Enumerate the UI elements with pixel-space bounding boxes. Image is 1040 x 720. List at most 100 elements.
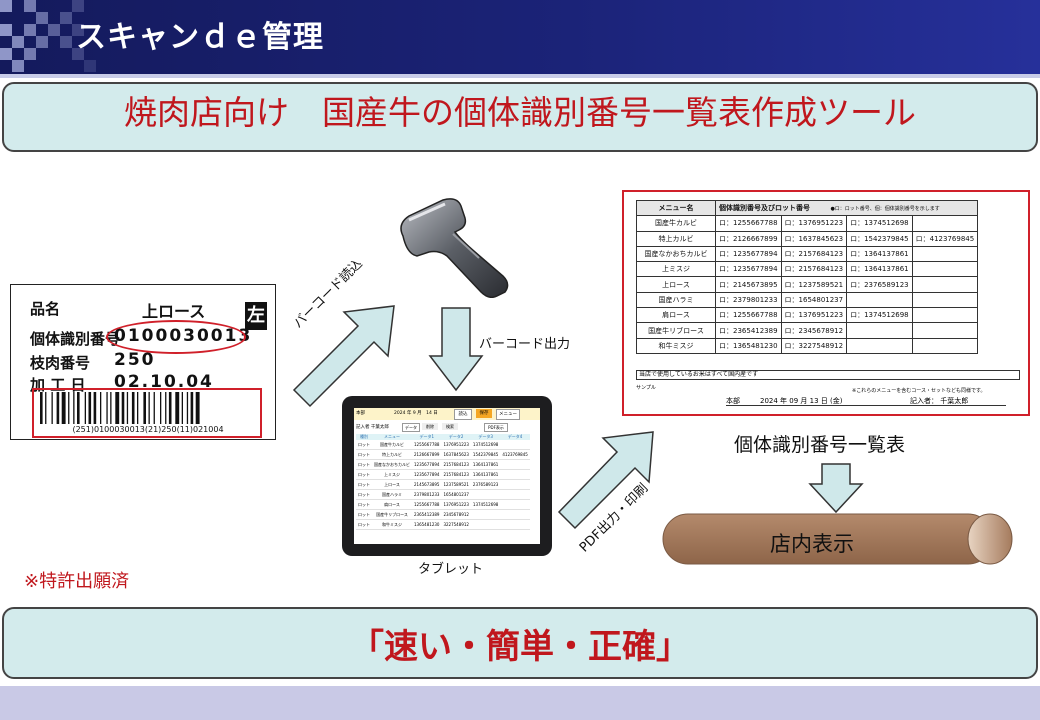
list-id-cell [912,323,978,338]
barcode-bar [137,392,138,424]
list-id-cell [912,292,978,307]
list-row: 上ミスジロ：1235677894ロ：2157684123ロ：1364137861 [637,262,978,277]
tablet-pdf-button[interactable]: PDF表示 [484,423,508,432]
tablet-top-select[interactable]: 本部 [356,410,365,416]
list-menu-cell: 和牛ミスジ [637,338,716,353]
product-name-label: 品名 [30,298,60,319]
tablet-row[interactable]: ロット国産ハラミ23798012331654801237 [356,490,530,500]
list-id-cell [847,292,913,307]
header-divider [0,74,1040,78]
tablet-row[interactable]: ロット国産牛リブロース23654123892345678912 [356,510,530,520]
tablet-cell: 国産なかおちカルビ [372,460,412,470]
checker-square [24,48,36,60]
tablet-row[interactable]: ロット上ミスジ123567789421576841231364137861 [356,470,530,480]
footer-band [0,686,1040,720]
list-menu-cell: 肩ロース [637,308,716,323]
tablet-cell: 1235677894 [412,470,441,480]
tablet-clear-button[interactable]: 削除 [422,423,438,430]
checker-square [72,0,84,12]
tablet-row[interactable]: ロット特上カルビ21266678991637845623154237984541… [356,450,530,460]
tablet-cell [471,510,500,520]
tablet-date[interactable]: 2024 年 9 月 14 日 [394,410,438,416]
checker-square [60,12,72,24]
list-id-cell: ロ：1255667788 [716,308,782,323]
barcode-bar [154,392,155,424]
tablet-cell: ロット [356,480,372,490]
barcode-bar [85,392,86,424]
tablet-cell: ロット [356,500,372,510]
tablet-data-button[interactable]: データ [402,423,420,432]
tablet-cell: 3227548912 [441,520,470,530]
tablet-cell: 国産牛カルビ [372,440,412,450]
barcode-bars [40,392,254,424]
list-id-cell: ロ：2145673895 [716,277,782,292]
tablet-cell: 肩ロース [372,500,412,510]
tablet-screen: 本部 2024 年 9 月 14 日 読込 保存 メニュー 記入者 千葉太郎 デ… [354,408,540,544]
tablet-cell: 1637845623 [441,450,470,460]
checker-square [0,48,12,60]
list-id-cell: ロ：1235677894 [716,262,782,277]
tablet-scan-button[interactable]: 検索 [442,423,458,430]
barcode-bar [110,392,111,424]
list-id-cell: ロ：2157684123 [781,246,847,261]
tablet-row[interactable]: ロット上ロース214567389512375895212376589123 [356,480,530,490]
barcode-bar [122,392,125,424]
tablet-cell [500,510,529,520]
col-id-title: 個体識別番号及びロット番号 [719,204,810,212]
barcode-bar [149,392,150,424]
tablet-cell: 1237589521 [441,480,470,490]
barcode-bar [169,392,172,424]
list-id-cell: ロ：1376951223 [781,308,847,323]
barcode-bar [100,392,101,424]
tablet-cell: 1364137861 [471,470,500,480]
arrow-store-display [808,462,864,514]
list-id-cell: ロ：1364137861 [847,262,913,277]
tablet-cell: 国産牛リブロース [372,510,412,520]
list-id-cell [912,277,978,292]
tablet-person[interactable]: 記入者 千葉太郎 [356,424,389,430]
barcode-number: (251)0100030013(21)250(11)021004 [36,425,260,434]
list-menu-cell: 国産牛カルビ [637,216,716,231]
checker-square [12,36,24,48]
barcode-scanner-icon [395,196,520,298]
list-id-cell: ロ：1374512698 [847,216,913,231]
list-signature-line [726,405,1006,406]
list-note: ●ロ：ロット番号、個：個体識別番号を示します [830,206,939,212]
list-id-cell: ロ：1542379845 [847,231,913,246]
tablet-row[interactable]: ロット国産牛カルビ125566778813769512231374512698 [356,440,530,450]
tablet-cell: 2376589123 [471,480,500,490]
list-id-cell: ロ：1255667788 [716,216,782,231]
list-id-cell: ロ：3227548912 [781,338,847,353]
tablet-cell: 1255667788 [412,500,441,510]
store-display-label: 店内表示 [662,528,962,558]
barcode-bar [175,392,179,424]
checker-square [0,24,12,36]
barcode-bar [62,392,66,424]
list-row: 上ロースロ：2145673895ロ：1237589521ロ：2376589123 [637,277,978,292]
tablet-read-button[interactable]: 読込 [454,409,472,420]
tablet-cell: 1374512698 [471,500,500,510]
list-menu-cell: 特上カルビ [637,231,716,246]
tablet-cell [471,490,500,500]
list-row: 国産ハラミロ：2379801233ロ：1654801237 [637,292,978,307]
tablet-cell [500,500,529,510]
tablet-menu-button[interactable]: メニュー [496,409,520,420]
tablet-cell: 特上カルビ [372,450,412,460]
tablet-row[interactable]: ロット国産なかおちカルビ1235677894215768412313641378… [356,460,530,470]
barcode-bar [52,392,53,424]
tablet-cell [500,440,529,450]
list-id-cell [912,216,978,231]
tablet-caption: タブレット [418,558,483,577]
list-id-cell: ロ：1376951223 [781,216,847,231]
list-menu-cell: 上ロース [637,277,716,292]
tablet-row[interactable]: ロット和牛ミスジ13654812303227548912 [356,520,530,530]
tablet-save-button[interactable]: 保存 [476,409,492,418]
col-id-header: 個体識別番号及びロット番号 ●ロ：ロット番号、個：個体識別番号を示します [716,201,978,216]
tablet-row[interactable]: ロット肩ロース125566778813769512231374512698 [356,500,530,510]
list-id-cell [912,262,978,277]
tablet-cell: 1235677894 [412,460,441,470]
list-row: 国産牛カルビロ：1255667788ロ：1376951223ロ：13745126… [637,216,978,231]
checker-square [24,0,36,12]
tablet-cell: 1255667788 [412,440,441,450]
checker-square [36,36,48,48]
